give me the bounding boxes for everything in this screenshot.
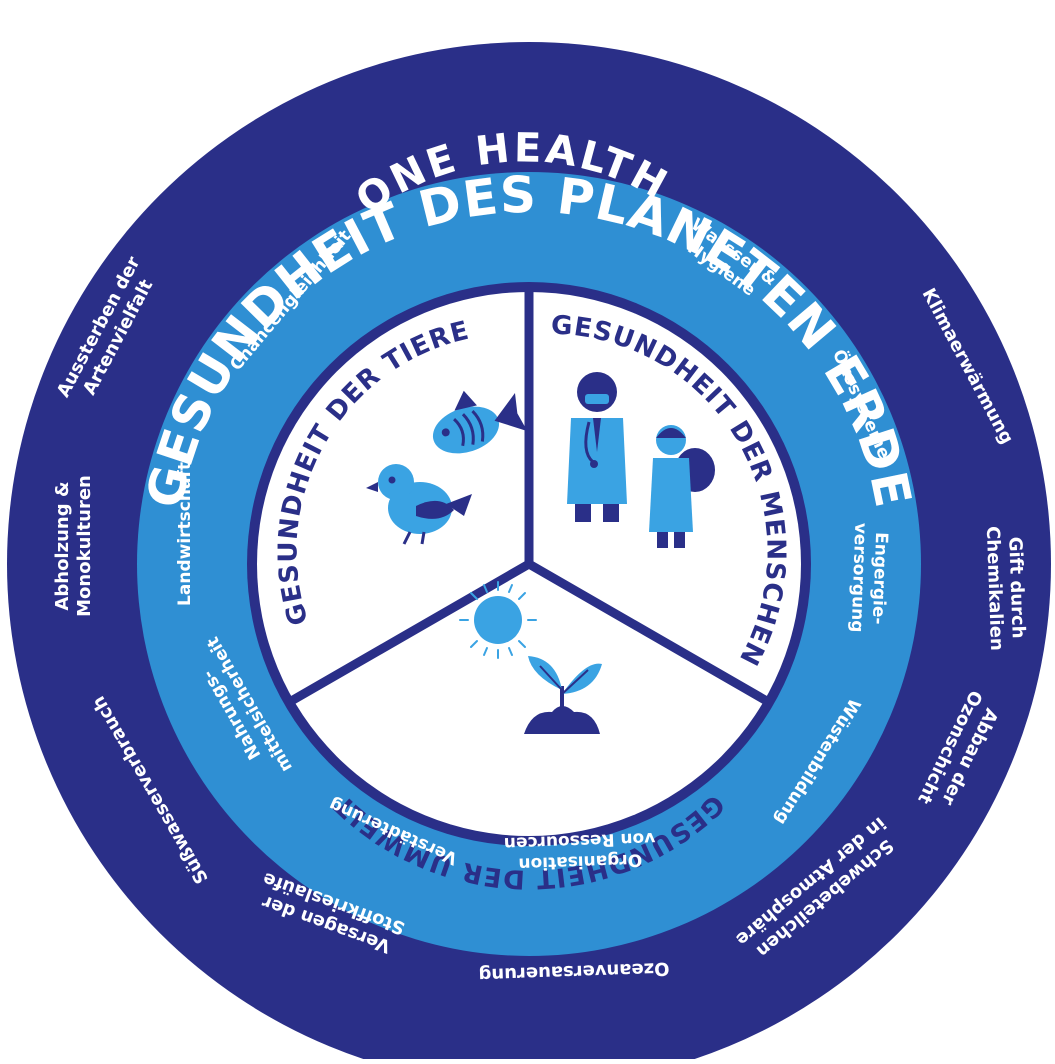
bird-icon [366,464,472,545]
seedling-icon [524,656,602,734]
label-line: Organisation [518,849,642,873]
label-line: Landwirtschaft [175,462,195,606]
label-organisation: Organisationvon Ressourcen [504,828,657,874]
label-line: versorgung [847,522,871,632]
label-line: Abholzung & [52,481,73,610]
label-energie: Engergie-versorgung [847,522,892,633]
label-abholzung: Abholzung &Monokulturen [52,475,95,617]
doctor-icon [567,372,627,522]
label-line: Gift durch [1004,536,1029,638]
fish-icon [432,390,528,454]
label-line: Engergie- [868,532,891,625]
child-icon [649,425,715,548]
label-gift: Gift durchChemikalien [982,525,1029,651]
label-line: Chemikalien [982,526,1007,651]
sun-icon [459,581,537,659]
sector-dividers [288,287,770,705]
label-line: Monokulturen [74,475,95,617]
label-landwirtschaft: Landwirtschaft [175,462,195,606]
